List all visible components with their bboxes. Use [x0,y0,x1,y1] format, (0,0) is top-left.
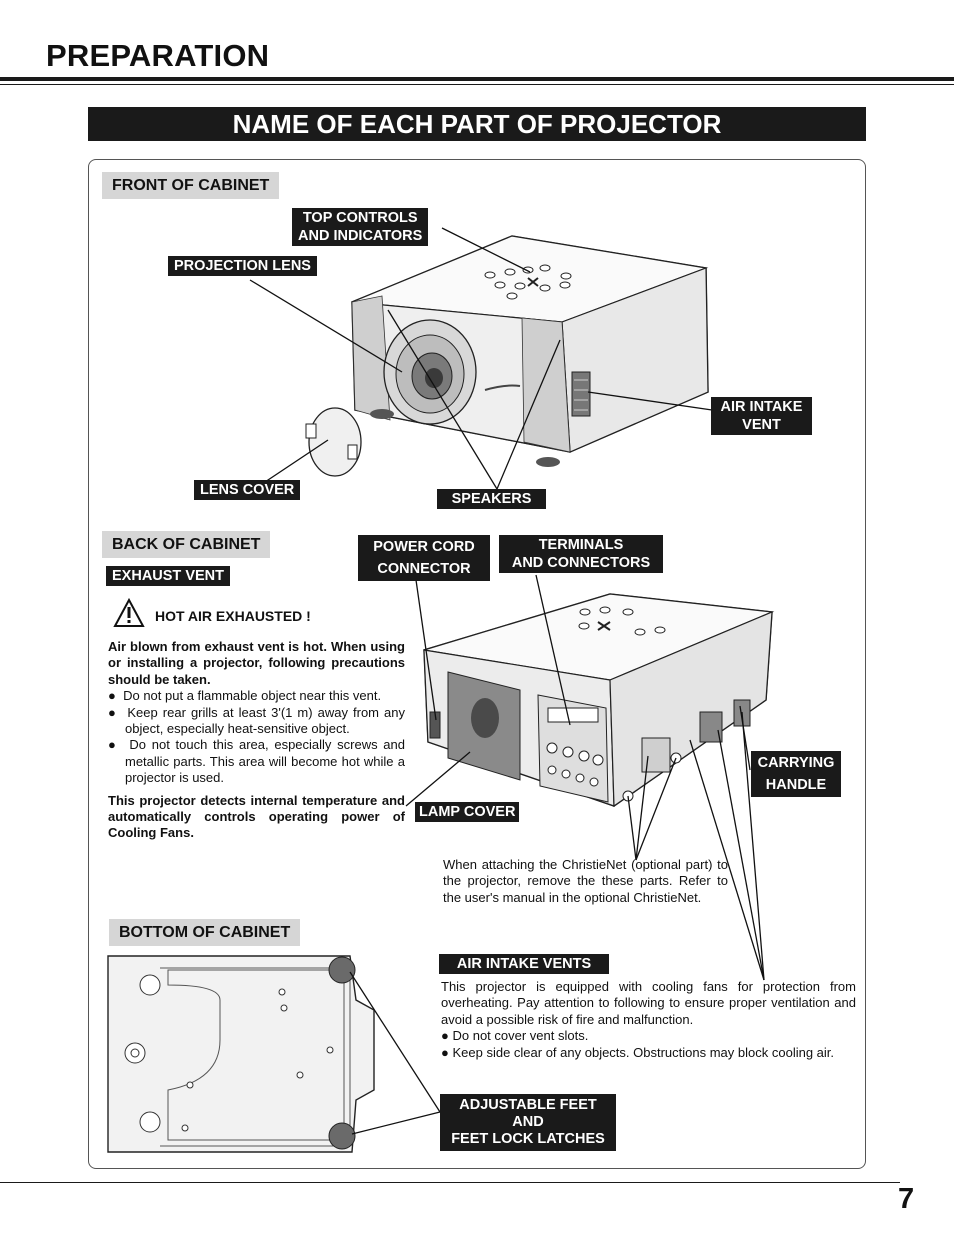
label-power-cord-line1: POWER CORD [373,539,475,555]
label-carrying-line2: HANDLE [765,777,827,793]
bullet-dot: ● [108,688,116,704]
air-intake-text: This projector is equipped with cooling … [441,979,856,1061]
header-rule-thin [0,84,954,85]
label-lens-cover: LENS COVER [194,480,301,500]
label-power-cord-connector: POWER CORD CONNECTOR [358,535,490,581]
air-intake-bullet: ● Keep side clear of any objects. Obstru… [441,1045,856,1061]
bullet-dot: ● [441,1044,449,1060]
front-projector-illustration [305,235,709,477]
exhaust-bullet-text: Do not put a flammable object near this … [123,688,382,704]
label-carrying-handle: CARRYING HANDLE [751,751,841,797]
air-intake-bullet: ● Do not cover vent slots. [441,1028,856,1044]
bullet-dot: ● [108,737,118,753]
exhaust-intro: Air blown from exhaust vent is hot. When… [108,639,405,687]
exhaust-bullet: ● Keep rear grills at least 3'(1 m) away… [108,705,405,738]
back-section-title: BACK OF CABINET [102,531,271,558]
exhaust-bullet-text: Keep rear grills at least 3'(1 m) away f… [125,704,406,737]
label-feet-line2: AND [512,1114,544,1130]
label-speakers: SPEAKERS [437,489,546,509]
label-exhaust-vent: EXHAUST VENT [106,566,230,586]
label-power-cord-line2: CONNECTOR [377,561,471,577]
label-feet-line3: FEET LOCK LATCHES [451,1131,605,1147]
section-banner: NAME OF EACH PART OF PROJECTOR [88,107,866,141]
label-top-controls: TOP CONTROLS AND INDICATORS [292,208,429,246]
bullet-dot: ● [108,704,118,720]
footer-rule [0,1182,900,1183]
front-section-title: FRONT OF CABINET [102,172,280,199]
air-intake-bullet-text: Do not cover vent slots. [452,1028,589,1044]
label-air-intake-line2: VENT [742,417,781,433]
exhaust-bullet: ● Do not touch this area, especially scr… [108,737,405,786]
label-air-intake-line1: AIR INTAKE [720,399,803,415]
label-projection-lens: PROJECTION LENS [168,256,317,276]
label-air-intake-vents: AIR INTAKE VENTS [439,954,609,974]
temperature-note: This projector detects internal temperat… [108,792,405,841]
hot-air-warning: HOT AIR EXHAUSTED ! [155,608,311,624]
label-carrying-line1: CARRYING [757,755,835,771]
label-top-controls-line1: TOP CONTROLS [302,210,418,226]
page-heading: PREPARATION [46,38,270,73]
air-intake-intro: This projector is equipped with cooling … [441,979,856,1027]
label-air-intake-vent: AIR INTAKE VENT [711,397,812,435]
label-terminals-connectors: TERMINALS AND CONNECTORS [499,535,663,573]
content-frame [88,159,866,1169]
bottom-section-title: BOTTOM OF CABINET [109,919,301,946]
label-terminals-line2: AND CONNECTORS [511,555,651,571]
exhaust-bullet: ● Do not put a flammable object near thi… [108,688,405,704]
christienet-note: When attaching the ChristieNet (optional… [443,857,728,905]
label-top-controls-line2: AND INDICATORS [298,228,423,244]
exhaust-warning-text: Air blown from exhaust vent is hot. When… [108,639,405,842]
warning-triangle-icon [113,598,145,627]
label-terminals-line1: TERMINALS [538,537,624,553]
label-lamp-cover: LAMP COVER [415,802,520,822]
back-projector-illustration [423,593,775,808]
bottom-view-illustration [107,955,375,1153]
label-adjustable-feet: ADJUSTABLE FEET AND FEET LOCK LATCHES [440,1094,616,1151]
leader-lines [249,227,765,1135]
page-number: 7 [898,1183,915,1215]
header-rule-thick [0,77,954,81]
bullet-dot: ● [441,1028,449,1044]
air-intake-bullet-text: Keep side clear of any objects. Obstruct… [452,1044,835,1060]
label-feet-line1: ADJUSTABLE FEET [459,1097,597,1113]
exhaust-bullet-text: Do not touch this area, especially screw… [125,737,405,786]
